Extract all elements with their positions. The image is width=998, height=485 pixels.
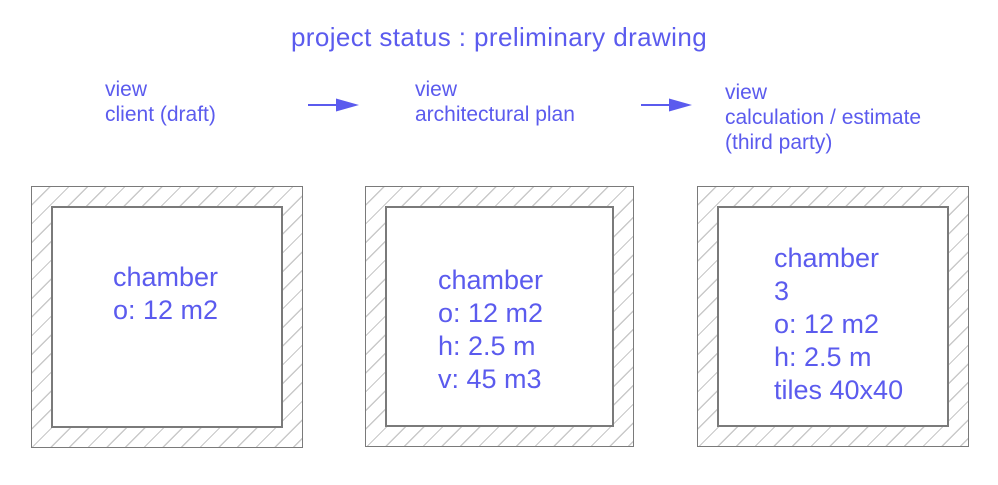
page-title: project status : preliminary drawing: [290, 22, 708, 52]
view-label-calculation-estimate: view calculation / estimate (third party…: [725, 80, 921, 155]
view-label-line: calculation / estimate: [725, 106, 922, 129]
arrow-head: [669, 98, 692, 112]
chamber-plan-architectural: chamber o: 12 m2 h: 2.5 m v: 45 m3: [365, 186, 634, 447]
chamber-annotation-line: v: 45 m3: [438, 364, 542, 394]
chamber-annotation-line: 3: [774, 276, 790, 306]
view-label-client-draft: view client (draft): [105, 77, 216, 127]
chamber-annotation: chamber o: 12 m2: [113, 261, 218, 327]
view-label-line: view: [415, 78, 458, 101]
chamber-annotation: chamber o: 12 m2 h: 2.5 m v: 45 m3: [438, 264, 543, 396]
chamber-annotation-line: o: 12 m2: [113, 295, 219, 325]
chamber-annotation-line: tiles 40x40: [774, 375, 904, 405]
view-label-line: client (draft): [105, 103, 216, 126]
chamber-annotation-line: chamber: [774, 243, 880, 273]
chamber-annotation-line: chamber: [113, 262, 219, 292]
chamber-room: chamber o: 12 m2: [51, 206, 283, 428]
arrow-head: [336, 98, 359, 112]
view-label-line: view: [725, 81, 768, 104]
chamber-annotation-line: o: 12 m2: [438, 298, 544, 328]
chamber-room: chamber o: 12 m2 h: 2.5 m v: 45 m3: [385, 206, 614, 427]
chamber-annotation: chamber 3 o: 12 m2 h: 2.5 m tiles 40x40: [774, 242, 903, 407]
view-label-architectural-plan: view architectural plan: [415, 77, 575, 127]
view-label-line: view: [105, 78, 148, 101]
flow-arrow-icon: [308, 98, 359, 112]
chamber-annotation-line: chamber: [438, 265, 544, 295]
view-label-line: architectural plan: [415, 103, 575, 126]
chamber-annotation-line: h: 2.5 m: [774, 342, 872, 372]
chamber-plan-client-draft: chamber o: 12 m2: [31, 186, 303, 448]
chamber-annotation-line: h: 2.5 m: [438, 331, 536, 361]
view-label-line: (third party): [725, 131, 833, 154]
chamber-plan-calculation: chamber 3 o: 12 m2 h: 2.5 m tiles 40x40: [697, 186, 969, 447]
chamber-annotation-line: o: 12 m2: [774, 309, 880, 339]
chamber-room: chamber 3 o: 12 m2 h: 2.5 m tiles 40x40: [717, 206, 949, 427]
flow-arrow-icon: [641, 98, 692, 112]
